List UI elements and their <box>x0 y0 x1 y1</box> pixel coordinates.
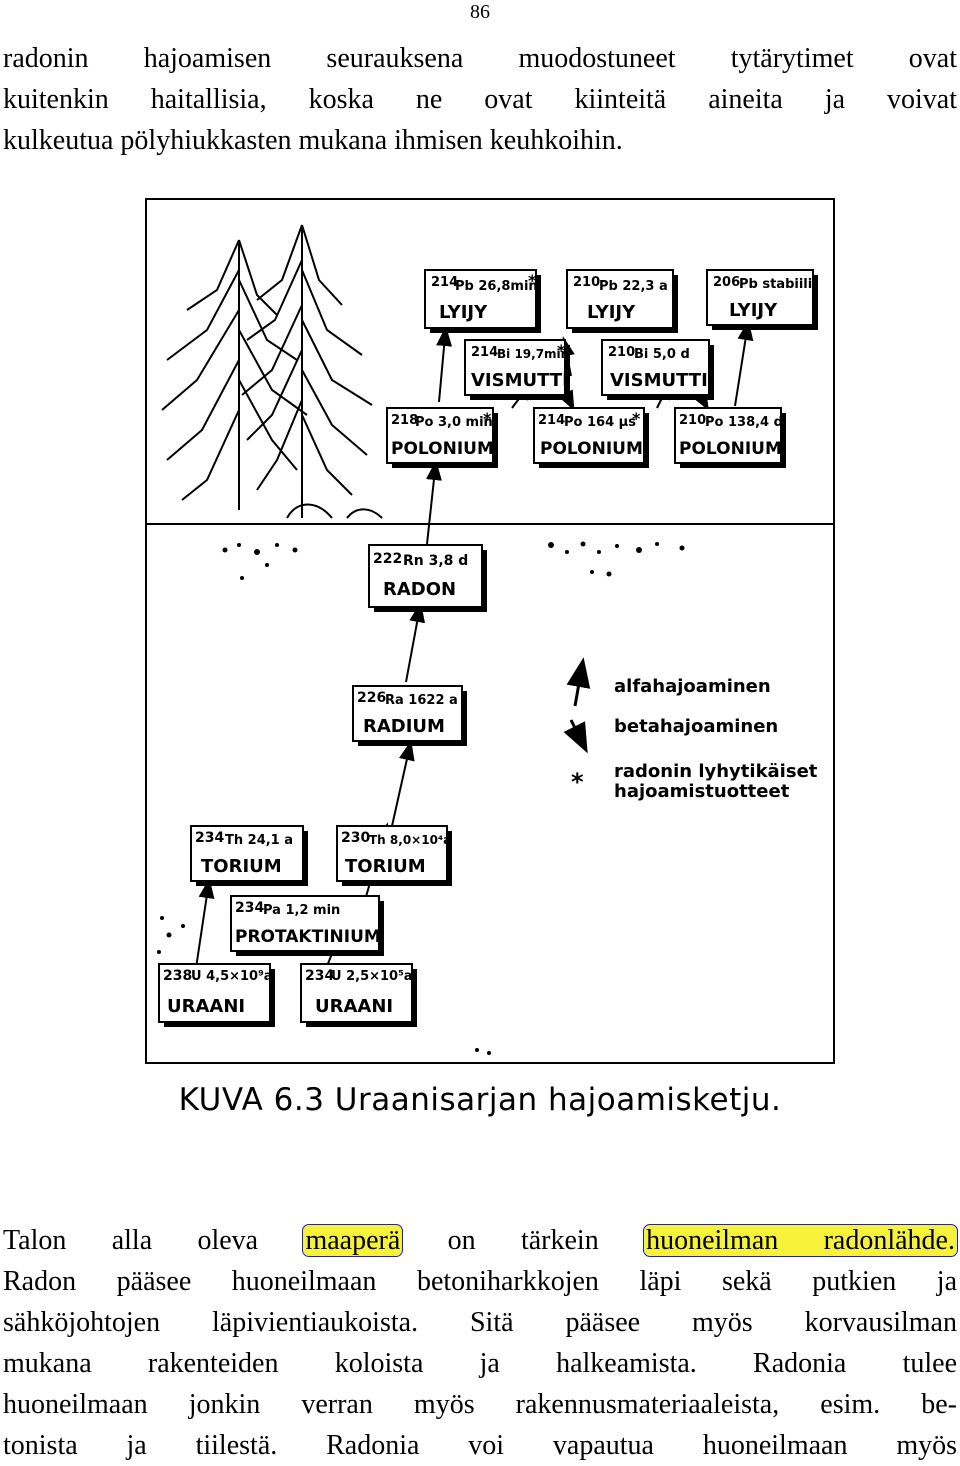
nuclide-info: Pb 22,3 a <box>599 279 668 294</box>
intro-paragraph: radonin hajoamisen seurauksena muodostun… <box>3 38 957 161</box>
spruce-trees-illustration <box>161 224 383 519</box>
nuclide-name: LYIJY <box>729 300 778 321</box>
nuclide-info: Bi 5,0 d <box>634 347 690 362</box>
nuclide-info: Ra 1622 a <box>385 693 458 708</box>
text-line: Radon pääsee huoneilmaan betoniharkkojen… <box>3 1266 957 1297</box>
text-line: huoneilmaan jonkin verran myös rakennusm… <box>3 1389 957 1420</box>
nuclide-mass: 214 <box>431 275 458 290</box>
nuclide-mass: 234 <box>195 830 224 846</box>
nuclide-mass: 214 <box>471 345 498 360</box>
nuclide-mass: 210 <box>608 345 635 360</box>
body-paragraph: Talon alla oleva maaperä on tärkein huon… <box>3 1220 958 1466</box>
text-line: mukana rakenteiden koloista ja halkeamis… <box>3 1348 957 1379</box>
nuclide-info: Th 24,1 a <box>225 833 293 848</box>
text-line: kulkeutua pölyhiukkasten mukana ihmisen … <box>3 125 623 156</box>
nuclide-box-po214: 214 Po 164 µs * POLONIUM <box>533 407 649 468</box>
nuclide-name: POLONIUM <box>391 439 494 459</box>
nuclide-info: U 2,5×10⁵a <box>331 969 413 984</box>
nuclide-name: URAANI <box>167 996 245 1017</box>
nuclide-info: Pa 1,2 min <box>263 903 340 918</box>
star-icon: * <box>571 768 584 796</box>
nuclide-box-u234: 234 U 2,5×10⁵a URAANI <box>300 963 417 1027</box>
soil-dots <box>157 541 685 1055</box>
figure-caption: KUVA 6.3 Uraanisarjan hajoamisketju. <box>178 1082 782 1118</box>
nuclide-box-pb206: 206 Pb stabiili LYIJY <box>706 269 818 330</box>
nuclide-mass: 238 <box>163 968 192 984</box>
nuclide-name: RADIUM <box>363 716 445 737</box>
nuclide-info: Pb stabiili <box>739 277 812 292</box>
nuclide-mass: 206 <box>713 275 740 290</box>
star-symbol: * <box>483 409 492 428</box>
highlight-radonlahde: huoneilman radonlähde. <box>643 1224 958 1257</box>
star-symbol: * <box>632 409 641 428</box>
nuclide-mass: 218 <box>391 413 418 428</box>
legend-alpha: alfahajoaminen <box>614 676 771 697</box>
nuclide-info: Pb 26,8min <box>455 279 538 294</box>
decay-chain-figure: 214 Pb 26,8min * LYIJY 210 Pb 22,3 a LYI… <box>145 198 835 1064</box>
nuclide-box-pb210: 210 Pb 22,3 a LYIJY <box>566 269 678 333</box>
nuclide-box-pa234: 234 Pa 1,2 min PROTAKTINIUM <box>230 895 384 956</box>
nuclide-info: Po 164 µs <box>564 415 636 430</box>
nuclide-name: RADON <box>383 579 456 600</box>
nuclide-name: PROTAKTINIUM <box>235 927 381 947</box>
alpha-arrow-icon <box>566 657 591 707</box>
nuclide-mass: 234 <box>305 968 334 984</box>
nuclide-box-th234: 234 Th 24,1 a TORIUM <box>190 825 308 886</box>
nuclide-name: VISMUTTI <box>471 370 569 391</box>
nuclide-name: URAANI <box>315 996 393 1017</box>
nuclide-mass: 230 <box>341 830 370 846</box>
nuclide-mass: 214 <box>538 413 565 428</box>
nuclide-name: TORIUM <box>345 856 426 877</box>
legend: alfahajoaminen betahajoaminen * radonin … <box>563 657 818 802</box>
text-line: kuitenkin haitallisia, koska ne ovat kii… <box>3 84 957 115</box>
nuclide-info: Bi 19,7min <box>497 347 569 361</box>
nuclide-box-th230: 230 Th 8,0×10⁴a TORIUM <box>336 825 452 886</box>
nuclide-name: LYIJY <box>587 302 636 323</box>
nuclide-box-bi210: 210 Bi 5,0 d VISMUTTI <box>601 339 714 400</box>
text-line: sähköjohtojen läpivientiaukoista. Sitä p… <box>3 1307 957 1338</box>
nuclide-info: U 4,5×10⁹a <box>191 969 273 984</box>
nuclide-box-po210: 210 Po 138,4 d POLONIUM <box>674 407 786 468</box>
nuclide-mass: 222 <box>373 551 402 567</box>
text-line: Talon alla oleva maaperä on tärkein huon… <box>3 1224 958 1257</box>
legend-short-line2: hajoamistuotteet <box>614 781 790 802</box>
nuclide-name: VISMUTTI <box>610 370 708 391</box>
beta-arrow-icon <box>563 719 588 754</box>
page-number: 86 <box>470 1 490 23</box>
highlight-maapera: maaperä <box>302 1224 404 1257</box>
legend-beta: betahajoaminen <box>614 716 778 737</box>
nuclide-mass: 210 <box>573 275 600 290</box>
nuclide-info: Rn 3,8 d <box>403 553 468 569</box>
nuclide-name: POLONIUM <box>540 439 643 459</box>
nuclide-mass: 226 <box>357 690 386 706</box>
nuclide-name: TORIUM <box>201 856 282 877</box>
nuclide-name: POLONIUM <box>679 439 782 459</box>
text-line: tonista ja tiilestä. Radonia voi vapautu… <box>3 1430 957 1461</box>
nuclide-name: LYIJY <box>439 302 488 323</box>
nuclide-mass: 210 <box>679 413 706 428</box>
nuclide-box-pb214: 214 Pb 26,8min * LYIJY <box>424 269 541 333</box>
star-symbol: * <box>528 271 537 290</box>
nuclide-box-u238: 238 U 4,5×10⁹a URAANI <box>158 963 275 1027</box>
text-line: radonin hajoamisen seurauksena muodostun… <box>3 43 957 74</box>
nuclide-box-bi214: 214 Bi 19,7min * VISMUTTI <box>464 339 570 400</box>
nuclide-mass: 234 <box>235 900 264 916</box>
legend-short-line1: radonin lyhytikäiset <box>614 761 818 782</box>
nuclide-box-po218: 218 Po 3,0 min * POLONIUM <box>386 407 498 468</box>
nuclide-box-rn222: 222 Rn 3,8 d RADON <box>368 544 487 612</box>
star-symbol: * <box>557 341 566 360</box>
nuclide-info: Po 3,0 min <box>415 415 493 430</box>
nuclide-info: Po 138,4 d <box>705 415 783 430</box>
nuclide-info: Th 8,0×10⁴a <box>369 833 451 847</box>
nuclide-box-ra226: 226 Ra 1622 a RADIUM <box>352 685 467 746</box>
